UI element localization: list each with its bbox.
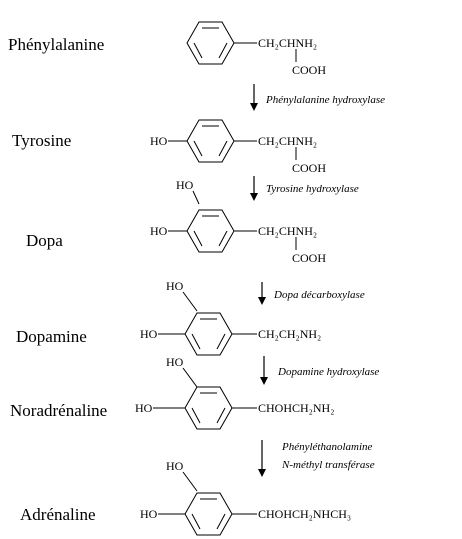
hydroxyl-top-noradrenaline: HO (166, 355, 184, 369)
enzyme-tyrosine-hydroxylase: Tyrosine hydroxylase (266, 183, 359, 195)
hydroxyl-top-dopamine: HO (166, 279, 184, 293)
hydroxyl-tyrosine: HO (150, 134, 168, 148)
enzyme-dopa-decarboxylase: Dopa décarboxylase (273, 289, 365, 301)
arrow-head-2 (250, 193, 258, 201)
side-chain-dopamine: CH₂CH₂NH₂ (258, 327, 321, 341)
benzene-ring-noradrenaline (184, 386, 233, 430)
carboxyl-phenylalanine: COOH (292, 63, 326, 77)
carboxyl-dopa: COOH (292, 251, 326, 265)
side-chain-tyrosine: CH₂CHNH₂ (258, 134, 317, 148)
arrow-head-4 (260, 377, 268, 385)
hydroxyl-top-bond (182, 291, 198, 312)
benzene-ring-phenylalanine (186, 21, 235, 65)
hydroxyl-dopamine: HO (140, 327, 158, 341)
benzene-ring-adrenaline (184, 492, 233, 536)
compound-name-dopamine: Dopamine (16, 327, 87, 346)
arrow-head-3 (258, 297, 266, 305)
enzyme-phenylalanine-hydroxylase: Phénylalanine hydroxylase (265, 94, 385, 106)
enzyme-phenylethanolamine: Phényléthanolamine (281, 441, 373, 453)
compound-name-noradrenaline: Noradrénaline (10, 401, 107, 420)
arrow-head-5 (258, 469, 266, 477)
compound-name-phenylalanine: Phénylalanine (8, 35, 104, 54)
benzene-ring-dopamine (184, 312, 233, 356)
hydroxyl-top-bond (192, 190, 200, 205)
carboxyl-tyrosine: COOH (292, 161, 326, 175)
hydroxyl-dopa: HO (150, 224, 168, 238)
hydroxyl-top-bond (182, 367, 198, 388)
enzyme-n-methyl-transferase: N-méthyl transférase (281, 459, 375, 471)
hydroxyl-top-dopa: HO (176, 178, 194, 192)
side-chain-noradrenaline: CHOHCH₂NH₂ (258, 401, 334, 415)
arrow-head-1 (250, 103, 258, 111)
hydroxyl-adrenaline: HO (140, 507, 158, 521)
compound-name-dopa: Dopa (26, 231, 63, 250)
hydroxyl-top-bond (182, 471, 198, 492)
compound-name-adrenaline: Adrénaline (20, 505, 96, 524)
side-chain-phenylalanine: CH₂CHNH₂ (258, 36, 317, 50)
side-chain-dopa: CH₂CHNH₂ (258, 224, 317, 238)
compound-name-tyrosine: Tyrosine (12, 131, 71, 150)
enzyme-dopamine-hydroxylase: Dopamine hydroxylase (277, 366, 379, 378)
hydroxyl-noradrenaline: HO (135, 401, 153, 415)
side-chain-adrenaline: CHOHCH₂NHCH₃ (258, 507, 351, 521)
benzene-ring-tyrosine (186, 119, 235, 163)
hydroxyl-top-adrenaline: HO (166, 459, 184, 473)
benzene-ring-dopa (186, 209, 235, 253)
